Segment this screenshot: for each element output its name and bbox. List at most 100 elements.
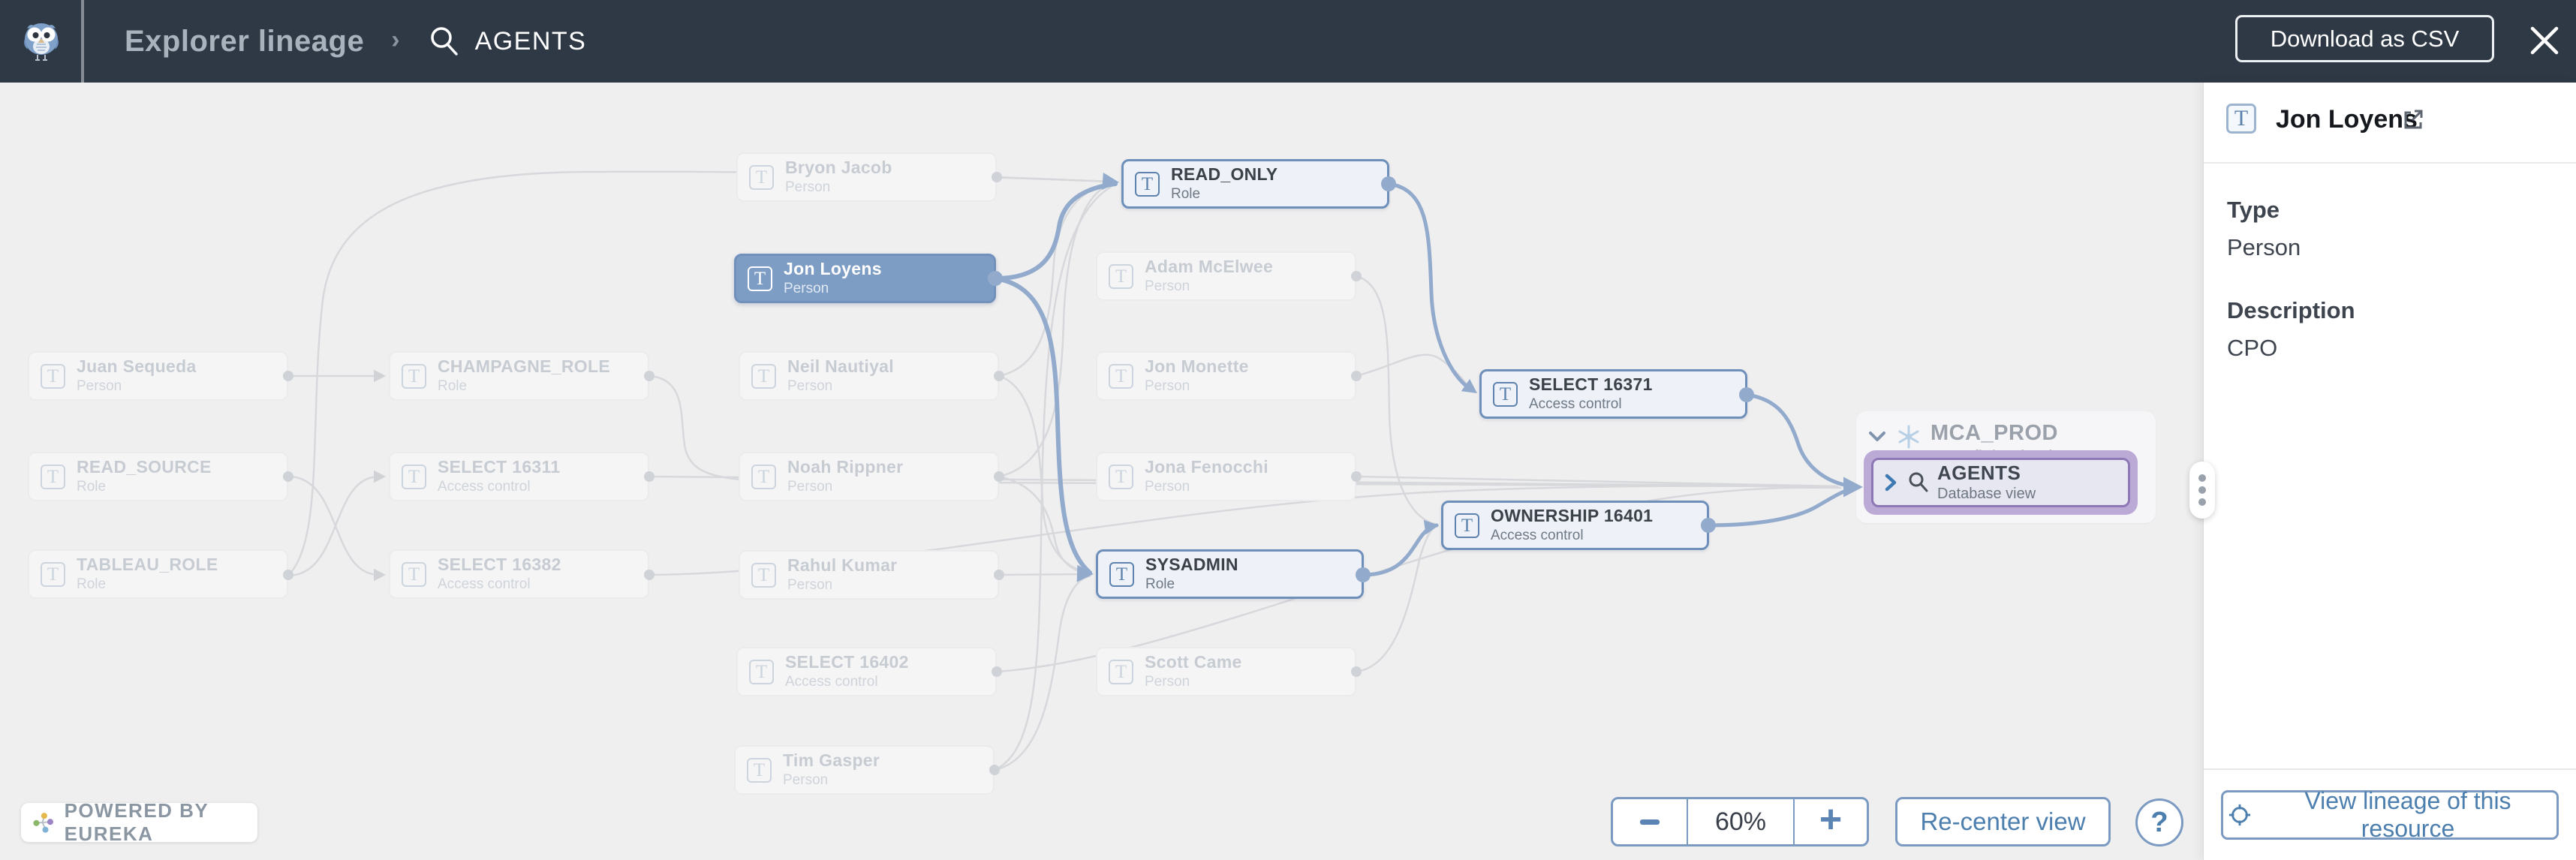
type-letter-icon: T: [1109, 561, 1134, 587]
zoom-in-button[interactable]: +: [1793, 799, 1867, 844]
node-title: Bryon Jacob: [785, 158, 892, 178]
node-subtitle: Person: [1145, 278, 1190, 294]
type-letter-icon: T: [748, 266, 772, 291]
sidebar-footer: View lineage of this resource: [2204, 768, 2576, 860]
node-title: TABLEAU_ROLE: [77, 555, 218, 575]
recenter-view-button[interactable]: Re-center view: [1895, 797, 2111, 846]
lineage-edge: [993, 575, 1091, 771]
lineage-edge: [1744, 392, 1861, 489]
type-letter-icon: T: [41, 561, 65, 587]
lineage-edge: [998, 184, 1111, 478]
powered-by-eureka-badge[interactable]: POWERED BY EUREKA: [21, 799, 257, 845]
lineage-edge: [998, 182, 1111, 377]
sidebar-resize-handle[interactable]: [2189, 462, 2215, 519]
type-letter-icon: T: [749, 164, 774, 190]
type-letter-icon: T: [751, 464, 776, 489]
type-letter-icon: T: [2226, 104, 2256, 134]
minus-icon: [1640, 819, 1660, 825]
node-title: Neil Nautiyal: [787, 356, 894, 377]
type-label: Type: [2227, 197, 2280, 223]
lineage-edge: [993, 182, 1118, 281]
type-value: Person: [2227, 234, 2301, 260]
node-subtitle: Role: [438, 377, 468, 394]
type-letter-icon: T: [402, 363, 426, 389]
node-title: Tim Gasper: [783, 750, 880, 771]
details-sidebar: T Jon Loyens Type Person Description CPO: [2203, 83, 2576, 860]
type-letter-icon: T: [1455, 513, 1479, 538]
chevron-down-icon[interactable]: [1867, 422, 1887, 452]
node-subtitle: Person: [785, 179, 831, 195]
node-title: SELECT 16402: [785, 652, 909, 672]
graph-node-agents[interactable]: AGENTS Database view: [1864, 450, 2138, 515]
lineage-edge: [993, 185, 1112, 771]
node-subtitle: Person: [1145, 478, 1190, 495]
lineage-edge: [287, 475, 381, 577]
node-subtitle: Role: [1171, 185, 1201, 202]
external-link-icon[interactable]: [2402, 108, 2424, 134]
lineage-edge: [287, 475, 381, 576]
breadcrumb-chevron-icon: ›: [391, 25, 400, 54]
node-subtitle: Role: [77, 478, 107, 495]
lineage-edge: [1355, 275, 1436, 525]
node-title: SYSADMIN: [1145, 555, 1238, 575]
type-letter-icon: T: [747, 757, 772, 783]
node-title: READ_ONLY: [1171, 164, 1278, 185]
node-title: SELECT 16382: [438, 555, 561, 575]
help-button[interactable]: ?: [2135, 798, 2183, 846]
description-label: Description: [2227, 297, 2355, 323]
node-subtitle: Person: [783, 771, 829, 788]
app-logo-owl-icon[interactable]: [18, 17, 65, 63]
type-letter-icon: T: [41, 464, 65, 489]
database-group-mca-prod[interactable]: MCA_PROD Snowflake database AGENTS Datab…: [1856, 411, 2156, 523]
zoom-level[interactable]: 60%: [1714, 807, 1767, 836]
download-csv-button[interactable]: Download as CSV: [2235, 15, 2494, 62]
node-title: Jon Loyens: [784, 259, 882, 279]
powered-by-label: POWERED BY EUREKA: [64, 799, 209, 845]
type-letter-icon: T: [1109, 363, 1133, 389]
close-icon[interactable]: [2525, 20, 2564, 62]
node-subtitle: Access control: [1529, 395, 1622, 412]
zoom-control: 60% +: [1611, 797, 1869, 846]
node-subtitle: Person: [1145, 377, 1190, 394]
group-title: MCA_PROD: [1930, 421, 2058, 445]
view-lineage-button[interactable]: View lineage of this resource: [2221, 787, 2559, 842]
node-title: SELECT 16371: [1529, 374, 1653, 395]
type-letter-icon: T: [1109, 464, 1133, 489]
node-subtitle: Role: [77, 576, 107, 592]
node-subtitle: Person: [784, 280, 829, 296]
node-subtitle: Person: [1145, 673, 1190, 690]
sidebar-header: T Jon Loyens: [2204, 83, 2576, 164]
page-title: Explorer lineage: [125, 24, 365, 58]
edge-layer: [287, 170, 1861, 771]
breadcrumb-resource[interactable]: AGENTS: [427, 24, 587, 59]
node-title: CHAMPAGNE_ROLE: [438, 356, 610, 377]
lineage-edge: [1361, 523, 1439, 577]
chevron-right-icon[interactable]: [1883, 473, 1898, 492]
drag-dot: [2198, 486, 2206, 494]
type-letter-icon: T: [749, 659, 774, 684]
zoom-out-button[interactable]: [1613, 799, 1688, 844]
node-subtitle: Person: [787, 576, 833, 593]
